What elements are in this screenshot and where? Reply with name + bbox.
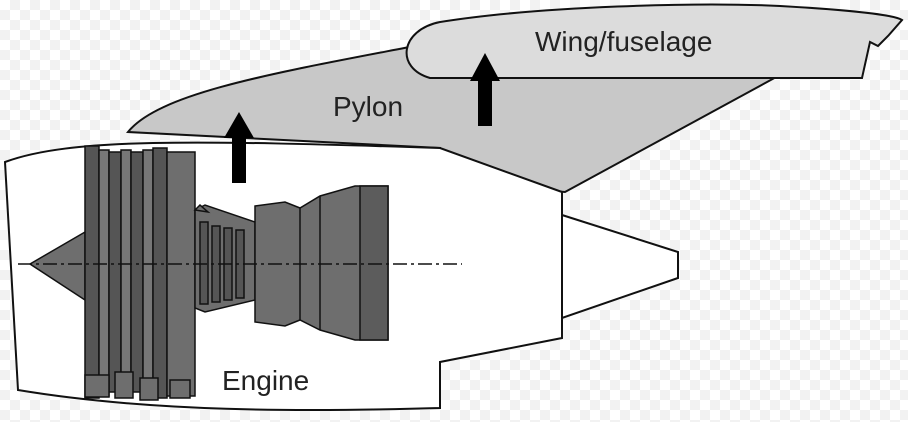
fan-stage-7 [152,147,168,399]
wing-fuselage-label: Wing/fuselage [535,26,712,57]
up-arrow-icon [470,53,500,126]
compressor-ring-1 [199,221,209,305]
fan-stage-6 [142,149,154,397]
fan-base-block [84,374,110,398]
fan-base-block [139,377,159,401]
fan-stage-1 [84,145,100,399]
fan-stage-5 [130,151,144,393]
turbine-ring [359,185,389,341]
up-arrow-icon [224,112,254,183]
pylon-label: Pylon [333,91,403,122]
engine-core [84,145,389,401]
nacelle-notch [193,203,211,214]
exhaust-nozzle [561,213,679,320]
fan-base-block [169,379,191,399]
wing-fuselage-shape [405,3,904,79]
fan-stage-2 [98,149,110,397]
fan-stage-8 [166,151,196,397]
fan-stage-3 [108,151,122,393]
fan-stage-4 [120,149,132,397]
engine-label: Engine [222,365,309,396]
fan-base-block [114,371,134,399]
